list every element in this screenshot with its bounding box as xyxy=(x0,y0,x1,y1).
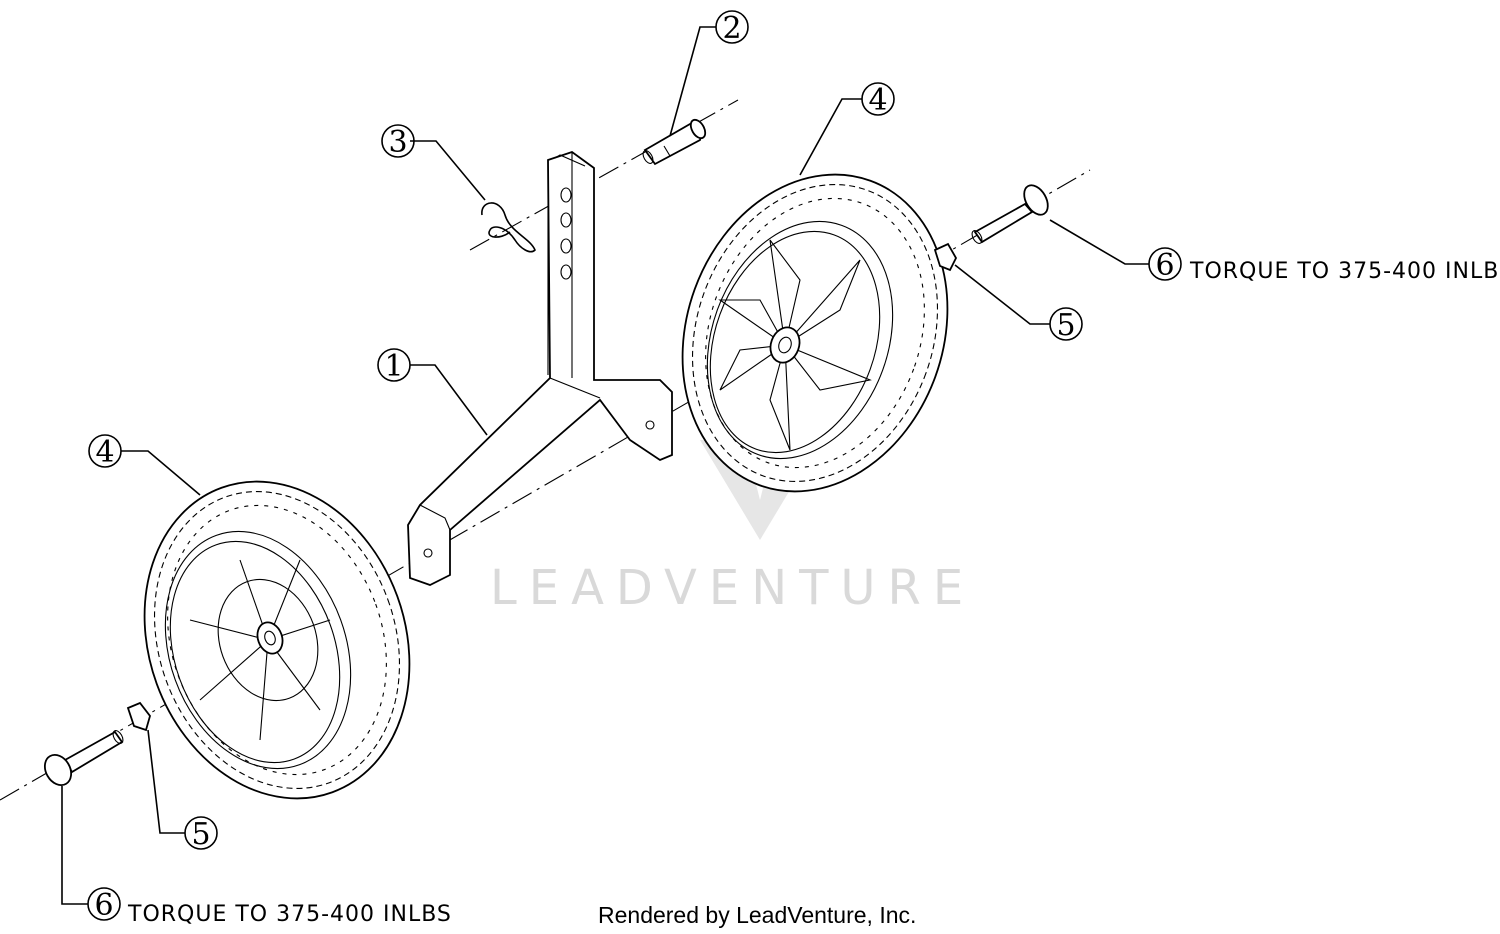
washer-left-part xyxy=(126,701,151,732)
bolt-left-part xyxy=(43,730,124,786)
callout-1: 1 xyxy=(377,348,411,384)
wheel-right-part xyxy=(681,173,949,493)
leader-lines xyxy=(61,26,1149,905)
callout-3-label: 3 xyxy=(388,125,407,160)
callout-6-left-label: 6 xyxy=(94,888,113,923)
callout-1-label: 1 xyxy=(384,349,403,384)
callout-5-right-label: 5 xyxy=(1056,308,1075,343)
footer-credit: Rendered by LeadVenture, Inc. xyxy=(598,902,916,928)
clevis-pin-part xyxy=(642,118,707,166)
callout-4-left: 4 xyxy=(88,434,122,470)
callout-6-left: 6 xyxy=(87,887,121,923)
torque-note-right: TORQUE TO 375-400 INLBS xyxy=(1189,259,1500,284)
callout-2-label: 2 xyxy=(722,11,741,46)
callout-4-left-label: 4 xyxy=(95,435,114,470)
hairpin-clip-part xyxy=(481,202,536,253)
callout-6-right-label: 6 xyxy=(1155,248,1174,283)
bracket-part xyxy=(407,150,673,586)
washer-right-part xyxy=(933,242,958,272)
callout-5-right: 5 xyxy=(1049,307,1083,343)
bolt-right-part xyxy=(971,184,1049,244)
callout-3: 3 xyxy=(381,124,415,160)
watermark-text: LEADVENTURE xyxy=(490,560,975,616)
wheel-left-part xyxy=(143,480,411,800)
callout-2: 2 xyxy=(715,10,749,46)
callout-5-left: 5 xyxy=(184,816,218,852)
callout-6-right: 6 xyxy=(1148,247,1182,283)
callout-5-left-label: 5 xyxy=(191,817,210,852)
torque-note-left: TORQUE TO 375-400 INLBS xyxy=(127,902,452,927)
callout-4-right-label: 4 xyxy=(868,83,887,118)
callout-4-right: 4 xyxy=(861,82,895,118)
